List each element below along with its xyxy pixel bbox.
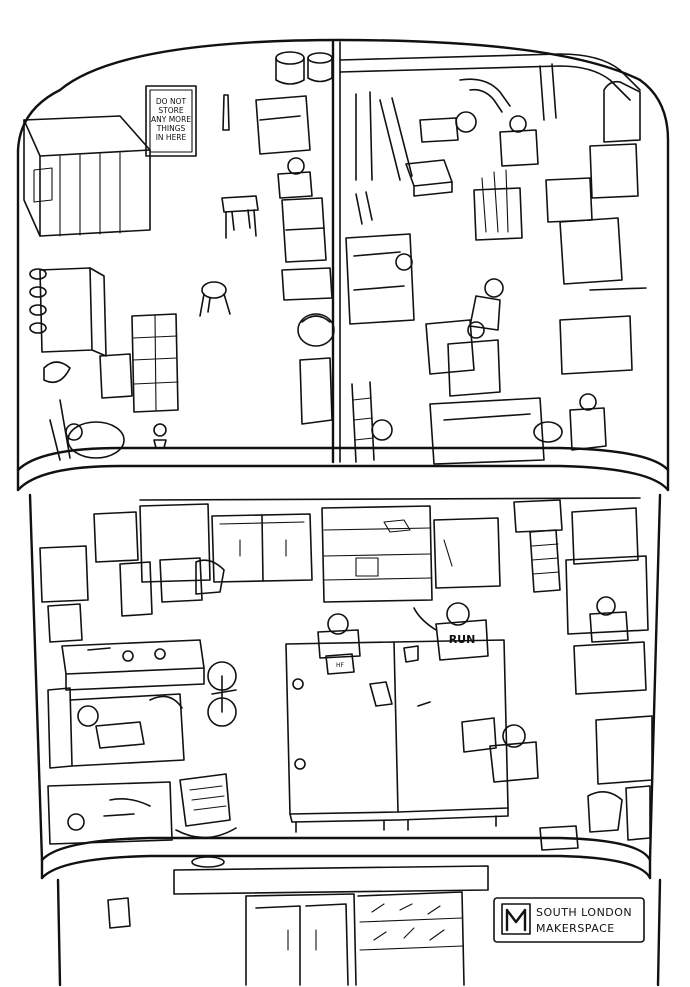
- sign-line-1: DO NOT: [156, 97, 187, 106]
- upper-left-machines: [255, 95, 335, 425]
- door-left-small: [139, 503, 211, 583]
- lower-left-cabinet: [47, 781, 173, 845]
- machine-saw: [345, 191, 415, 325]
- double-door-left: [211, 513, 313, 583]
- bottom-left-workers: [49, 399, 167, 461]
- sofa-worker: [47, 687, 185, 769]
- door-right: [433, 517, 501, 589]
- run-shirt-worker: RUN: [403, 602, 489, 663]
- right-table-worker: [461, 717, 539, 783]
- lower-right-storage: [513, 499, 649, 695]
- crates: [405, 159, 523, 241]
- left-workbench: [29, 267, 133, 399]
- barrels: [275, 51, 333, 85]
- building-outline: [16, 38, 670, 987]
- ground-floor: SOUTH LONDON MAKERSPACE: [107, 856, 645, 986]
- laptop-text: HF: [336, 662, 345, 669]
- post-box-icon: [107, 897, 131, 929]
- back-shelf: [321, 505, 433, 603]
- person-head: [484, 278, 504, 298]
- counter-left: [47, 603, 205, 691]
- person-head: [579, 393, 597, 411]
- do-not-store-sign: DO NOT STORE ANY MORE THINGS IN HERE: [145, 85, 197, 157]
- sign-line-4: THINGS: [156, 124, 186, 133]
- center-right-workers: [425, 278, 504, 397]
- lower-right-cabinet: [539, 715, 653, 851]
- laptop-icon: [325, 653, 355, 675]
- storage-cage: [23, 115, 151, 237]
- person-head: [509, 115, 527, 133]
- sign-line-5: IN HERE: [156, 133, 187, 142]
- bicycle: [207, 661, 237, 727]
- laptop-worker: HF: [317, 613, 361, 675]
- extraction-duct: [339, 53, 641, 121]
- person-head: [446, 602, 470, 626]
- person-head: [455, 111, 477, 133]
- person-head: [287, 157, 305, 175]
- person-head: [596, 596, 616, 616]
- person-head: [502, 724, 526, 748]
- person-head: [467, 321, 485, 339]
- entrance-doors: [245, 893, 357, 986]
- sign-line-2: STORE: [158, 106, 183, 115]
- logo-line-2: MAKERSPACE: [536, 922, 615, 935]
- lower-floor: HF RUN: [39, 497, 653, 851]
- rocking-chair: [175, 773, 237, 839]
- person-head: [65, 423, 83, 441]
- person-head: [77, 705, 99, 727]
- table-items: [292, 678, 431, 770]
- upper-floor: DO NOT STORE ANY MORE THINGS IN HERE: [23, 40, 647, 465]
- shop-window: [357, 891, 465, 986]
- right-wall-storage: [545, 80, 647, 375]
- lower-left-storage: [39, 511, 225, 617]
- shirt-text: RUN: [449, 633, 476, 646]
- central-tables: [285, 639, 509, 833]
- center-left-furniture: [199, 195, 259, 317]
- person-head: [327, 613, 349, 635]
- logo-line-1: SOUTH LONDON: [536, 906, 632, 919]
- kneeling-worker: [429, 393, 607, 465]
- logo-mark-icon: [501, 903, 531, 935]
- makerspace-logo: SOUTH LONDON MAKERSPACE: [493, 897, 645, 943]
- ladder: [351, 381, 393, 463]
- left-shelves: [131, 313, 179, 413]
- sign-line-3: ANY MORE: [151, 115, 191, 124]
- fire-extinguisher-icon: [222, 94, 230, 131]
